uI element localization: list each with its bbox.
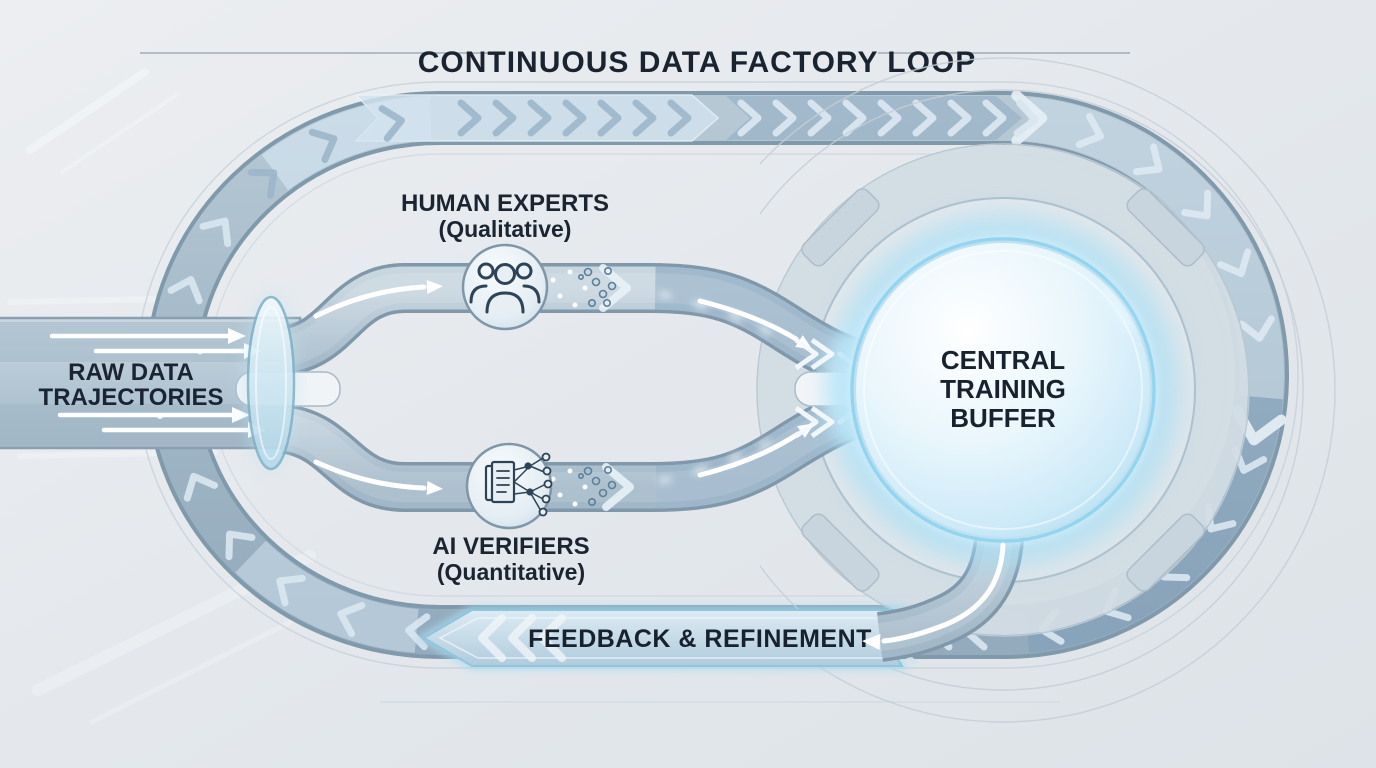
ai-verifiers-node <box>465 442 553 530</box>
node-labels: HUMAN EXPERTS (Qualitative) AI VERIFIERS… <box>39 190 609 585</box>
document-network-icon <box>484 452 553 517</box>
buffer-label-line1: CENTRAL <box>941 345 1065 375</box>
funnel-zigzag-icon <box>794 337 835 439</box>
ai-verifiers-sublabel: (Quantitative) <box>437 559 585 585</box>
buffer-label-line3: BUFFER <box>950 403 1056 433</box>
raw-data-label-line1: RAW DATA <box>68 359 194 386</box>
human-experts-node <box>461 243 549 331</box>
human-experts-label: HUMAN EXPERTS <box>401 190 609 217</box>
buffer-outer-arcs <box>760 57 1336 723</box>
buffer-gear-ring <box>756 143 1250 637</box>
intake-lens <box>244 295 298 471</box>
feedback-label: FEEDBACK & REFINEMENT <box>528 625 872 653</box>
pipe-flow-glints <box>658 292 771 483</box>
raw-data-inflow-arrows <box>49 328 266 438</box>
pipe-notch-chevrons <box>599 264 634 511</box>
data-particles-qualitative <box>550 266 617 308</box>
feedback-banner: FEEDBACK & REFINEMENT <box>417 606 918 670</box>
buffer-label-line2: TRAINING <box>940 374 1066 404</box>
title-group: CONTINUOUS DATA FACTORY LOOP <box>140 46 1130 79</box>
human-experts-sublabel: (Qualitative) <box>439 216 572 242</box>
ai-verifiers-label: AI VERIFIERS <box>432 533 589 560</box>
people-group-icon <box>469 262 541 314</box>
feedback-flow-arrow <box>862 542 1006 650</box>
feedback-chevrons-icon <box>478 614 566 662</box>
page-title: CONTINUOUS DATA FACTORY LOOP <box>418 46 977 79</box>
data-particles-quantitative <box>550 465 617 507</box>
raw-data-label-line2: TRAJECTORIES <box>39 384 224 411</box>
qualitative-pipeline <box>280 263 874 391</box>
